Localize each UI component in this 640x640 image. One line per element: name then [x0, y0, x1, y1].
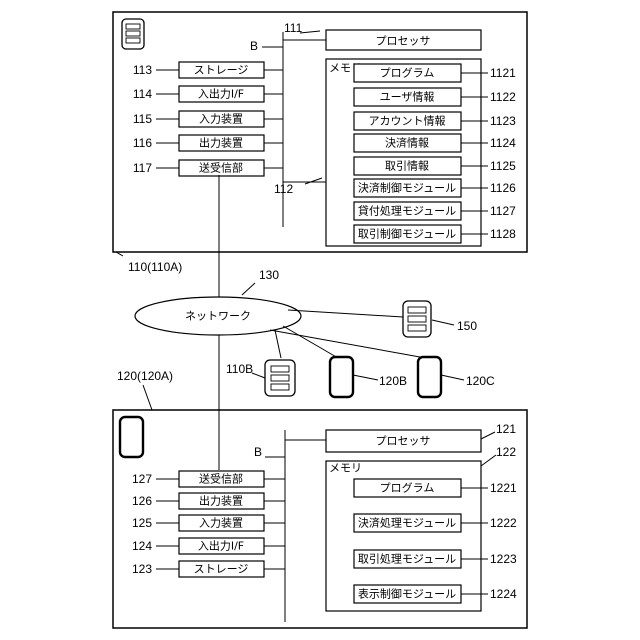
network-label: ネットワーク	[185, 310, 251, 323]
top-memory-item-ref: 1125	[490, 159, 516, 173]
bottom-component-label: 送受信部	[199, 472, 243, 486]
top-memory-item-ref: 1121	[490, 66, 516, 80]
bottom-component-ref: 125	[132, 516, 152, 530]
top-memory-item-label: 取引情報	[385, 159, 429, 173]
top-component-label: ストレージ	[194, 64, 249, 77]
top-component-label: 入力装置	[199, 113, 243, 126]
bottom-memory-item-label: プログラム	[380, 481, 435, 495]
bottom-memory-item-label: 表示制御モジュール	[358, 587, 456, 601]
top-processor-label: プロセッサ	[376, 35, 431, 48]
top-component-ref: 115	[133, 112, 152, 126]
top-component-ref: 113	[133, 63, 152, 77]
top-memory-item-ref: 1123	[490, 114, 516, 128]
bottom-bus-label: B	[254, 445, 262, 459]
top-memory-item-ref: 1122	[490, 90, 516, 104]
top-memory-item-ref: 1124	[490, 136, 516, 150]
top-memory-item: 決済制御モジュール 1126	[354, 179, 516, 197]
bottom-processor-ref: 121	[496, 422, 516, 436]
top-component-ref: 114	[133, 87, 152, 101]
bottom-component-label: 入力装置	[199, 517, 243, 530]
top-memory-item-label: ユーザ情報	[380, 91, 435, 104]
bottom-component-label: ストレージ	[194, 563, 249, 576]
top-memory-item: 決済情報 1124	[354, 134, 516, 152]
bottom-memory-item: 決済処理モジュール 1222	[354, 514, 517, 532]
top-memory-item: ユーザ情報 1122	[354, 88, 516, 106]
top-memory-item-ref: 1128	[490, 227, 516, 241]
top-memory-item: プログラム 1121	[354, 64, 516, 82]
top-memory-item-label: 決済制御モジュール	[358, 181, 456, 195]
phone-120c-ref: 120C	[466, 374, 495, 388]
top-memory-ref: 112	[274, 182, 293, 196]
top-memory-item: 取引制御モジュール 1128	[354, 225, 516, 243]
bottom-memory-label: メモリ	[329, 462, 362, 475]
server-icon	[122, 19, 144, 49]
top-component-label: 出力装置	[199, 136, 243, 150]
phone-120b-ref: 120B	[379, 374, 407, 388]
top-component-ref: 117	[133, 161, 152, 175]
bottom-memory-item-ref: 1222	[490, 516, 517, 530]
bottom-component-ref: 127	[132, 472, 152, 486]
top-memory-item: 貸付処理モジュール 1127	[354, 202, 516, 220]
bottom-memory-item-ref: 1223	[490, 552, 517, 566]
top-memory-item-label: 貸付処理モジュール	[358, 204, 456, 218]
bottom-memory-item: 取引処理モジュール 1223	[354, 550, 517, 568]
top-processor-ref: 111	[284, 21, 303, 35]
bottom-component-label: 出力装置	[199, 494, 243, 508]
server-150-ref: 150	[457, 319, 477, 333]
phone-120b-icon	[330, 357, 353, 397]
top-memory-item: アカウント情報 1123	[354, 112, 516, 130]
bottom-memory-item-ref: 1221	[490, 481, 517, 495]
top-memory-item-ref: 1127	[490, 204, 516, 218]
bottom-component-ref: 124	[132, 539, 152, 553]
top-component-ref: 116	[133, 136, 152, 150]
top-memory-item-label: プログラム	[380, 66, 435, 80]
top-memory-item: 取引情報 1125	[354, 157, 516, 175]
bottom-memory-item-ref: 1224	[490, 587, 517, 601]
bottom-memory-item: プログラム 1221	[354, 479, 517, 497]
top-memory-item-ref: 1126	[490, 181, 516, 195]
server-110b-ref: 110B	[226, 362, 253, 376]
bottom-memory-ref: 122	[496, 445, 516, 459]
top-device-ref: 110(110A)	[128, 260, 182, 274]
bottom-memory-item: 表示制御モジュール 1224	[354, 585, 517, 603]
top-memory-item-label: 取引制御モジュール	[358, 227, 456, 241]
bottom-memory-item-label: 決済処理モジュール	[358, 516, 456, 530]
phone-icon	[120, 417, 143, 457]
top-bus-label: B	[250, 39, 258, 53]
server-110b-icon	[265, 360, 295, 396]
bottom-memory-item-label: 取引処理モジュール	[358, 552, 456, 566]
bottom-component-ref: 123	[132, 562, 152, 576]
bottom-processor-label: プロセッサ	[376, 435, 431, 448]
phone-120c-icon	[418, 357, 441, 397]
top-memory-item-label: アカウント情報	[369, 115, 446, 128]
top-component-label: 入出力I/F	[198, 87, 244, 101]
server-150-icon	[403, 301, 431, 337]
top-component-label: 送受信部	[199, 161, 243, 175]
top-memory-item-label: 決済情報	[385, 136, 429, 150]
bottom-device-ref: 120(120A)	[117, 369, 173, 383]
network-ref: 130	[259, 268, 279, 282]
bottom-component-ref: 126	[132, 494, 152, 508]
bottom-component-label: 入出力I/F	[198, 539, 244, 553]
